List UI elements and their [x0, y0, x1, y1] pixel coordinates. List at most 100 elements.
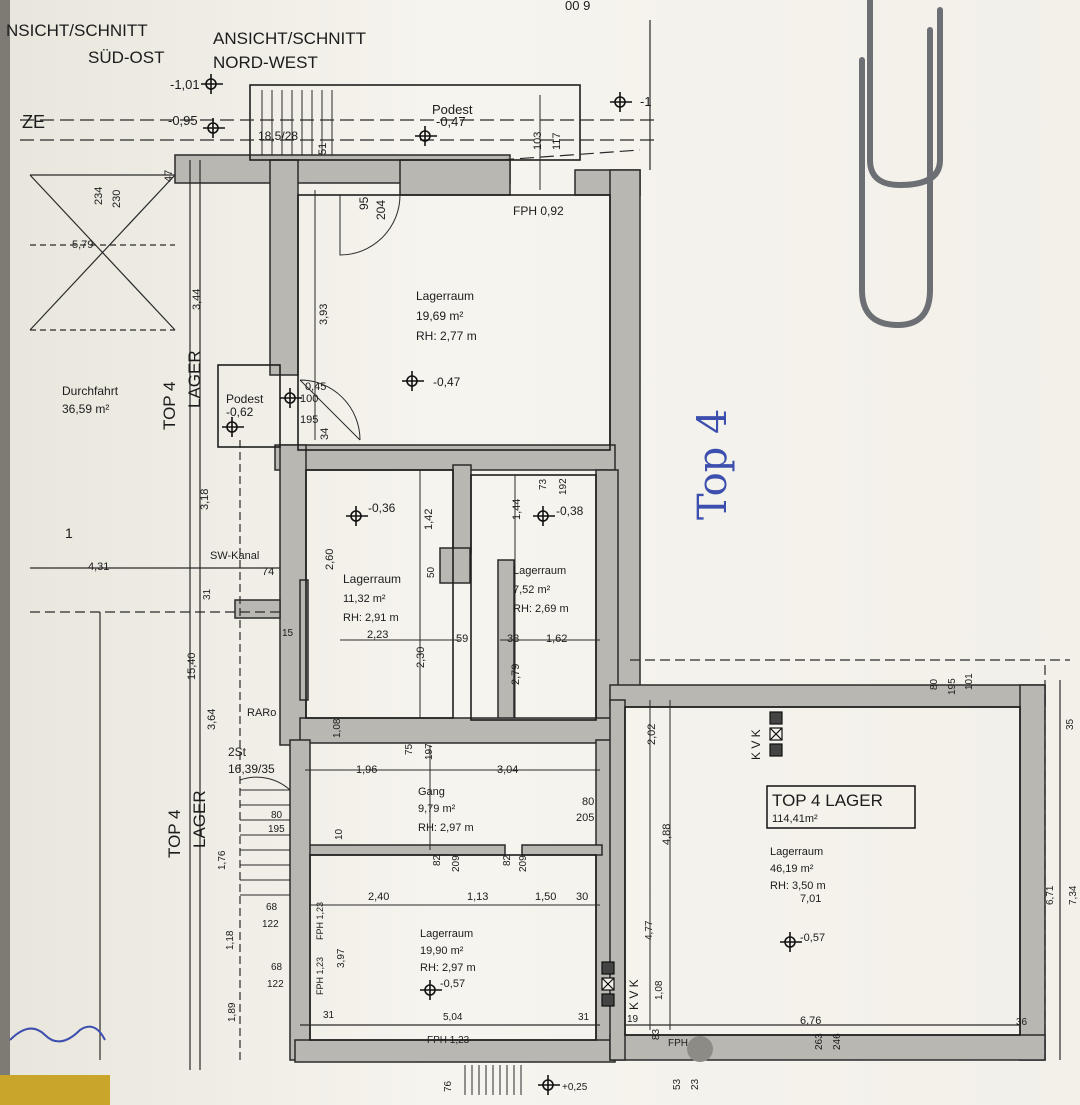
lager4-rh: RH: 2,97 m — [420, 962, 476, 974]
lager3-area: 7,52 m² — [513, 584, 551, 596]
podest-top-label: Podest — [432, 102, 473, 117]
dim-195b: 195 — [268, 824, 285, 835]
dim-101: 101 — [964, 673, 975, 690]
dim-504: 5,04 — [443, 1012, 463, 1023]
lager5-rh: RH: 3,50 m — [770, 880, 826, 892]
dim-579: 5,79 — [72, 239, 93, 251]
dim-197: 197 — [424, 743, 435, 760]
lager1-rh: RH: 2,77 m — [416, 329, 477, 343]
lager2-level: -0,36 — [368, 501, 396, 515]
top4-vertical-a: TOP 4 — [160, 381, 179, 430]
right-title-1: ANSICHT/SCHNITT — [213, 29, 366, 48]
dim-364: 3,64 — [206, 709, 218, 730]
dim-19: 19 — [627, 1014, 639, 1025]
dim-230: 230 — [111, 190, 123, 208]
lager2-name: Lagerraum — [343, 572, 401, 586]
level-markers — [201, 74, 802, 1095]
gang-rh: RH: 2,97 m — [418, 822, 474, 834]
dim-393: 3,93 — [318, 304, 330, 325]
dim-397: 3,97 — [336, 948, 347, 968]
dim-59: 59 — [456, 633, 468, 645]
dimension-lines — [305, 95, 671, 1030]
dim-80c: 80 — [929, 678, 940, 690]
right-title-2: NORD-WEST — [213, 53, 318, 72]
dim-045: 0,45 — [305, 381, 326, 393]
level-2: -0,95 — [168, 113, 198, 128]
lager2-rh: RH: 2,91 m — [343, 612, 399, 624]
lager5-area: 46,19 m² — [770, 863, 814, 875]
top4-lager-box — [766, 785, 916, 829]
dim-95: 95 — [357, 196, 371, 210]
dim-73: 73 — [538, 478, 549, 490]
top4-vertical-b: TOP 4 — [165, 809, 184, 858]
dim-142: 1,42 — [423, 509, 435, 530]
dim-108b: 1,08 — [654, 980, 665, 1000]
gang-name: Gang — [418, 786, 445, 798]
lager1-name: Lagerraum — [416, 289, 474, 303]
dim-31c: 31 — [578, 1012, 590, 1023]
gang-area: 9,79 m² — [418, 803, 456, 815]
dim-15: 15 — [282, 628, 294, 639]
dim-676: 6,76 — [800, 1015, 821, 1027]
fph-c: FPH 1,23 — [427, 1035, 470, 1046]
lager3-rh: RH: 2,69 m — [513, 603, 569, 615]
dim-31: 31 — [202, 588, 213, 600]
blot — [687, 1036, 713, 1062]
dim-189: 1,89 — [227, 1002, 238, 1022]
dim-431: 4,31 — [88, 561, 109, 573]
top4-lager-box-area: 114,41m² — [772, 813, 818, 825]
dim-477: 4,77 — [644, 920, 655, 940]
dim-488: 4,88 — [661, 824, 673, 845]
dim-263: 263 — [814, 1033, 825, 1050]
dim-671: 6,71 — [1045, 885, 1056, 905]
lager5-level: -0,57 — [800, 932, 825, 944]
level-025: +0,25 — [562, 1082, 588, 1093]
dim-82b: 82 — [502, 854, 513, 866]
dim-318: 3,18 — [199, 489, 211, 510]
level-3: -1 — [640, 94, 652, 109]
dim-279: 2,79 — [510, 664, 522, 685]
dim-34: 34 — [319, 428, 331, 440]
dim-176: 1,76 — [217, 850, 228, 870]
dim-83: 83 — [651, 1028, 662, 1040]
dim-701: 7,01 — [800, 893, 821, 905]
durchfahrt-area: 36,59 m² — [62, 402, 109, 416]
edge-label: ZE — [22, 112, 45, 132]
top-code: 00 9 — [565, 0, 590, 13]
dim-51: 51 — [317, 143, 329, 155]
handwritten-top4: Top 4 — [690, 409, 736, 520]
lager4-level: -0,57 — [440, 978, 465, 990]
dim-35: 35 — [1065, 718, 1076, 730]
dim-122a: 122 — [262, 919, 279, 930]
dim-234: 234 — [93, 187, 105, 205]
dim-209b: 209 — [518, 855, 529, 872]
dim-33: 33 — [507, 633, 519, 645]
dim-344: 3,44 — [191, 289, 203, 310]
dim-75: 75 — [404, 743, 415, 755]
stairs — [240, 90, 522, 1095]
dim-76: 76 — [443, 1080, 454, 1092]
dim-31b: 31 — [323, 1010, 335, 1021]
kvk-symbol-boxes — [601, 711, 783, 1007]
scribble-mark — [9, 1025, 106, 1043]
stair-mid-2: 16,39/35 — [228, 762, 275, 776]
dim-1540: 15,40 — [186, 652, 198, 680]
podest-mid-level: -0,62 — [226, 405, 254, 419]
dim-68a: 68 — [266, 902, 278, 913]
kvk-a: K V K — [749, 729, 763, 760]
left-title-2: SÜD-OST — [88, 48, 165, 67]
dim-80a: 80 — [271, 810, 283, 821]
fph-b: FPH 1,23 — [315, 902, 325, 940]
lager-vertical-b: LAGER — [190, 790, 209, 848]
dim-196: 1,96 — [356, 764, 377, 776]
dim-204: 204 — [374, 200, 388, 220]
walls — [174, 154, 1046, 1063]
durchfahrt-lines — [20, 20, 1070, 1070]
dim-118: 1,18 — [225, 930, 236, 950]
photo-bottom-strip — [0, 1075, 110, 1105]
dim-734: 7,34 — [1068, 885, 1079, 905]
dim-202: 2,02 — [646, 724, 658, 745]
dim-260: 2,60 — [324, 549, 336, 570]
door-swings — [239, 194, 401, 791]
stair-text: 18,5/28 — [258, 129, 298, 143]
